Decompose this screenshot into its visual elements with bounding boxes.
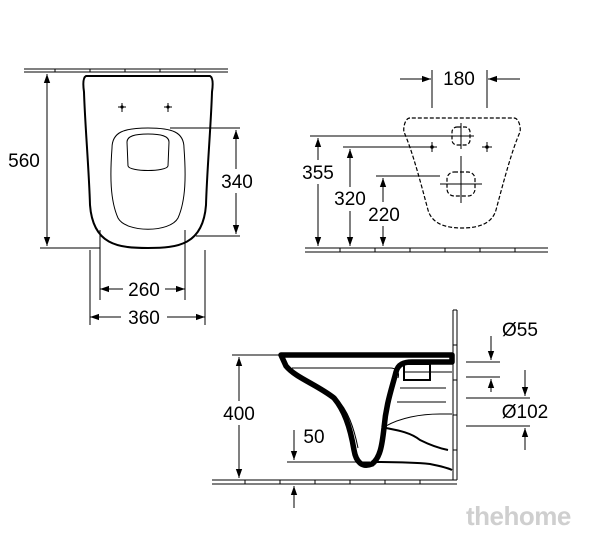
side-view-floor — [212, 479, 457, 485]
dim-label-50: 50 — [303, 427, 324, 448]
fixing-hole-right-icon — [164, 103, 172, 112]
bowl-inner — [110, 127, 186, 230]
bowl-profile-outer — [278, 352, 455, 468]
fixing-hole-left-icon — [118, 103, 126, 112]
top-view-wall — [24, 68, 228, 73]
wall-view-outline — [403, 117, 521, 229]
dim-label-360: 360 — [128, 308, 160, 329]
bowl-outline — [82, 75, 214, 250]
dim-label-340: 340 — [221, 172, 253, 193]
watermark: thehome — [466, 501, 571, 531]
top-view: 560 340 260 360 — [2, 68, 258, 329]
dim-label-220: 220 — [368, 205, 400, 226]
dim-label-320: 320 — [334, 189, 366, 210]
wall-view: 180 355 320 220 — [296, 66, 548, 253]
dim-label-560: 560 — [8, 151, 40, 172]
dim-label-d55: Ø55 — [502, 320, 538, 341]
side-view-wall — [452, 309, 458, 480]
side-view: 400 50 Ø55 Ø102 — [212, 309, 560, 508]
dim-label-d102: Ø102 — [502, 402, 548, 423]
dim-label-400: 400 — [223, 404, 255, 425]
bowl-opening — [126, 133, 170, 171]
fixing-point-icon — [427, 142, 492, 152]
dim-label-260: 260 — [128, 280, 160, 301]
bowl-profile-inner — [289, 367, 359, 449]
wall-view-floor — [305, 247, 548, 253]
dim-label-180: 180 — [443, 69, 475, 90]
dim-label-355: 355 — [302, 163, 334, 184]
